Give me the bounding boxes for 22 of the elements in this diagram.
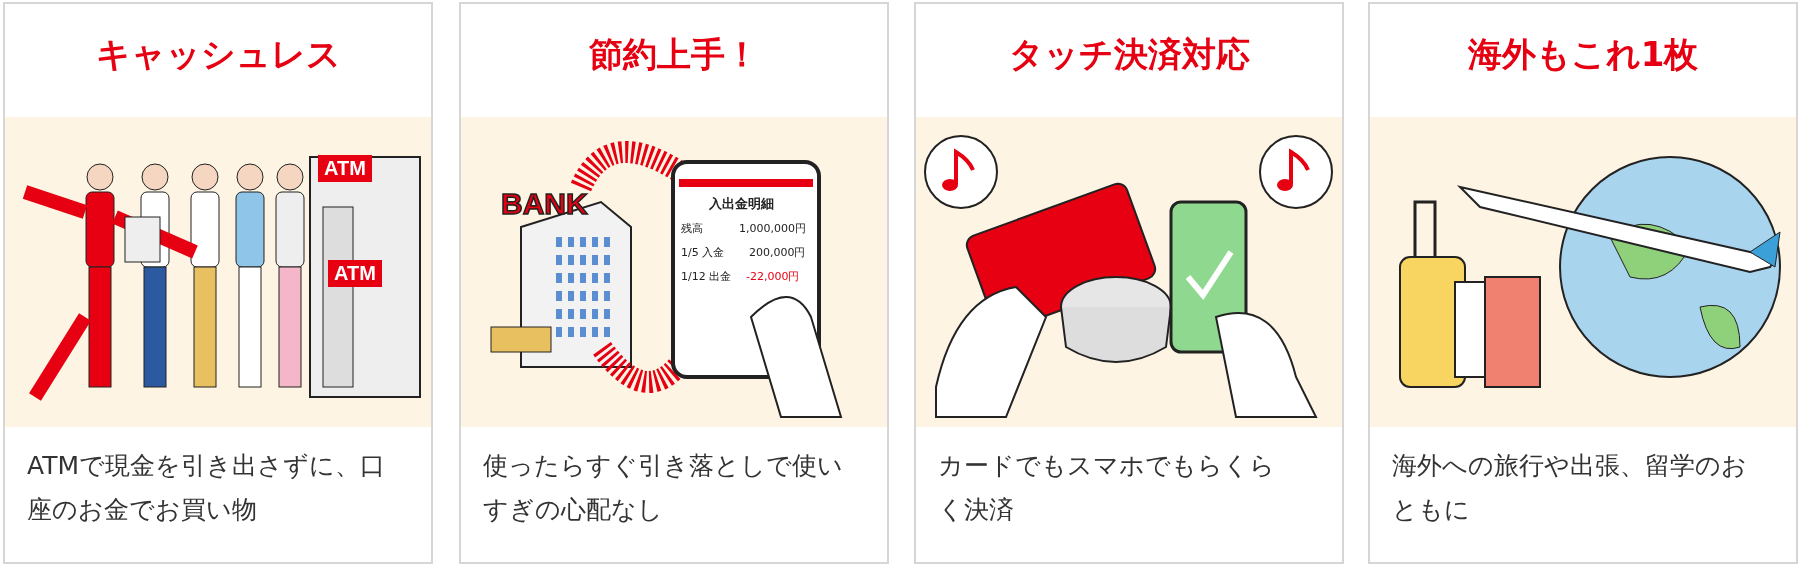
feature-card	[459, 2, 889, 564]
screen-text: -22,000円	[746, 269, 800, 284]
screen-text: 1/12 出金	[681, 269, 732, 284]
card-description: 海外への旅行や出張、留学のおともに	[1392, 450, 1748, 526]
feature-card	[914, 2, 1344, 564]
card-title: タッチ決済対応	[1007, 33, 1251, 76]
card-description: カードでもスマホでもらくらく決済	[938, 450, 1276, 526]
sign-text: ATM	[328, 260, 382, 287]
card-title: キャッシュレス	[94, 33, 342, 76]
feature-card	[1368, 2, 1798, 564]
feature-card	[3, 2, 433, 564]
screen-text: 1/5 入金	[681, 245, 725, 260]
screen-text: 残高	[681, 221, 703, 236]
screen-text: 1,000,000円	[739, 221, 806, 236]
sign-text: ATM	[318, 155, 372, 182]
screen-text: 200,000円	[749, 245, 806, 260]
card-title: 海外もこれ1枚	[1466, 33, 1700, 76]
screen-title: 入出金明細	[709, 195, 774, 213]
card-title: 節約上手！	[588, 33, 760, 76]
card-description: 使ったらすぐ引き落としで使いすぎの心配なし	[483, 450, 843, 526]
sign-text: BANK	[501, 187, 588, 221]
card-description: ATMで現金を引き出さずに、口座のお金でお買い物	[27, 450, 386, 526]
